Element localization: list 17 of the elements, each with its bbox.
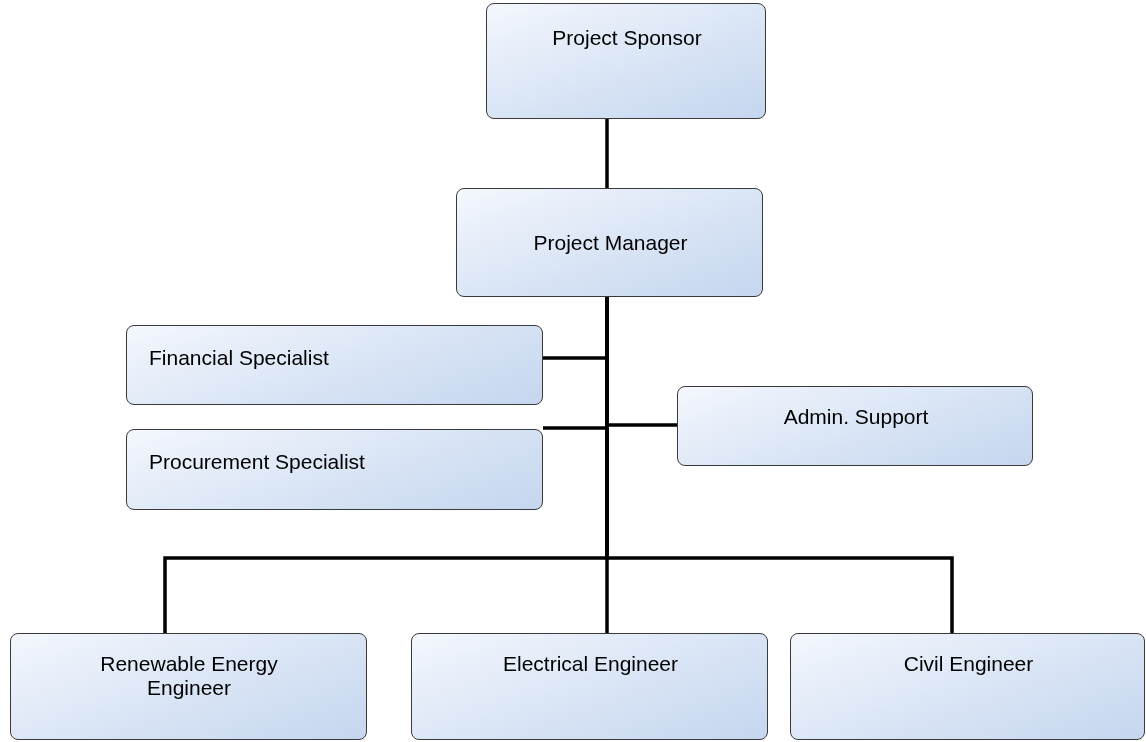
role-title: Admin. Support [782,405,930,429]
role-title: Financial Specialist [149,346,330,370]
role-box [411,633,768,740]
role-title: Renewable Energy Engineer [99,652,279,700]
role-box [456,188,763,297]
connector-line [605,119,609,188]
role-box [790,633,1145,740]
role-title: Project Manager [532,231,689,255]
role-title: Procurement Specialist [149,450,366,474]
role-title: Electrical Engineer [501,652,680,676]
role-box [10,633,367,740]
role-box [126,429,543,510]
role-box [126,325,543,405]
role-title: Project Sponsor [551,26,703,50]
role-box [677,386,1033,466]
role-box [486,3,766,119]
role-title: Civil Engineer [902,652,1035,676]
